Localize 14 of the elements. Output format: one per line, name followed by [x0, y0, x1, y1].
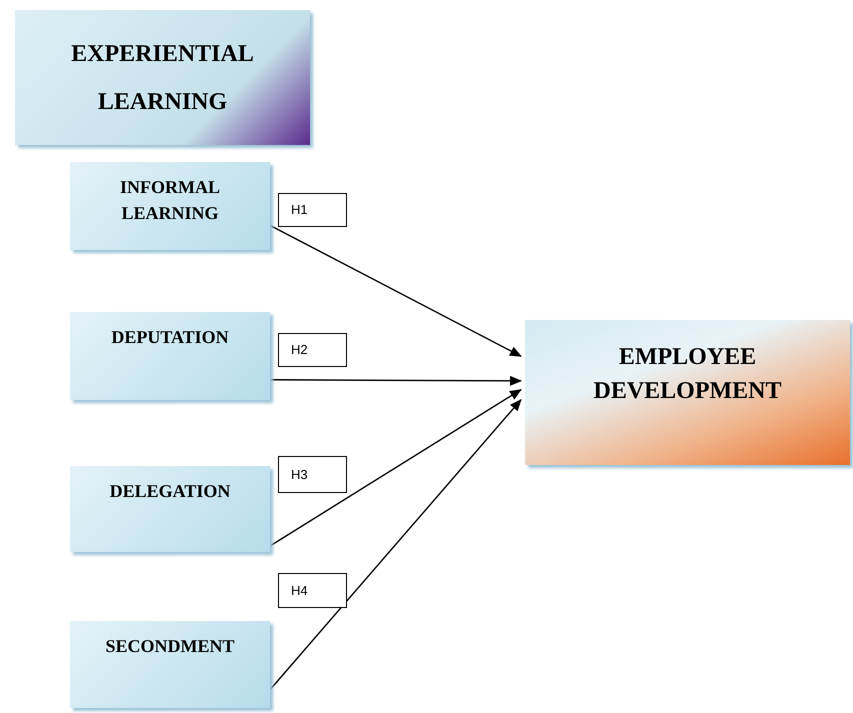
arrow [270, 224, 522, 357]
arrow [269, 399, 522, 690]
arrow [270, 389, 522, 547]
hypothesis-box: H3 [278, 456, 347, 493]
variable-box: INFORMAL LEARNING [70, 162, 270, 250]
hypothesis-box: H4 [278, 573, 347, 608]
hypothesis-box: H2 [278, 333, 347, 367]
variable-box: SECONDMENT [70, 621, 270, 708]
variable-box: DELEGATION [70, 466, 270, 552]
hypothesis-box: H1 [278, 193, 347, 227]
outcome-box: EMPLOYEE DEVELOPMENT [525, 320, 850, 465]
variable-box: DEPUTATION [70, 312, 270, 400]
construct-box: EXPERIENTIAL LEARNING [15, 10, 310, 145]
arrow [270, 376, 522, 386]
